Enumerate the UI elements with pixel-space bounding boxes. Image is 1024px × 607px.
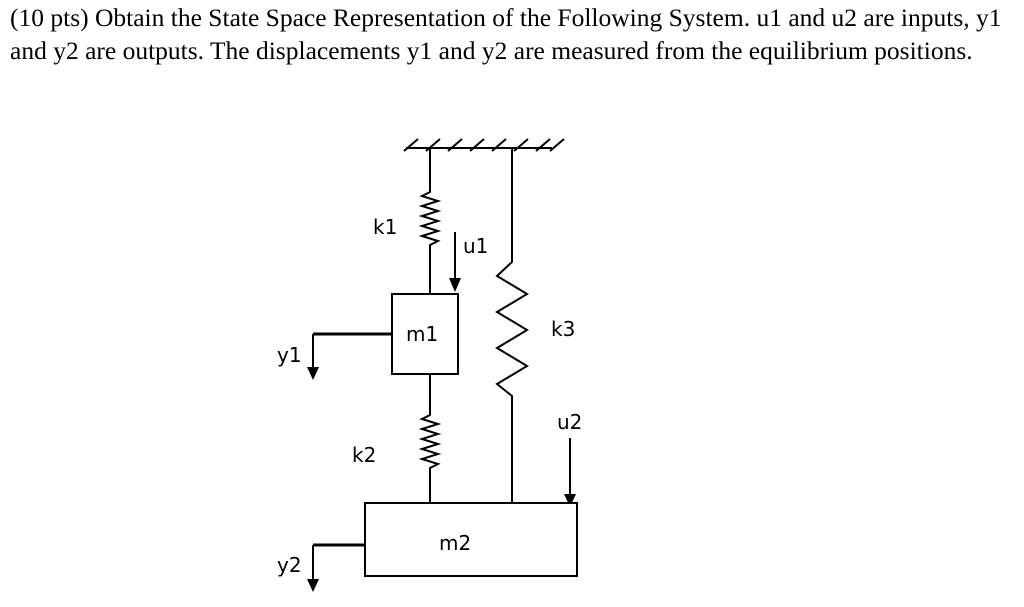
mass-m2 bbox=[364, 502, 578, 577]
displacement-indicator-y2 bbox=[307, 543, 365, 592]
label-m2: m2 bbox=[439, 531, 471, 555]
label-y2: y2 bbox=[277, 553, 302, 577]
spring-k3 bbox=[495, 148, 529, 503]
force-arrow-u2 bbox=[564, 438, 576, 507]
problem-statement: (10 pts) Obtain the State Space Represen… bbox=[10, 3, 1002, 65]
label-u1: u1 bbox=[463, 234, 488, 258]
spring-k2 bbox=[418, 374, 442, 503]
spring-k1 bbox=[418, 148, 442, 294]
label-k2: k2 bbox=[352, 443, 376, 467]
label-k1: k1 bbox=[373, 215, 397, 239]
displacement-indicator-y1 bbox=[307, 332, 392, 380]
label-u2: u2 bbox=[557, 410, 582, 434]
label-k3: k3 bbox=[551, 317, 575, 341]
force-arrow-u1 bbox=[449, 232, 461, 292]
label-m1: m1 bbox=[406, 322, 438, 346]
ground-support bbox=[403, 138, 565, 152]
label-y1: y1 bbox=[277, 343, 302, 367]
